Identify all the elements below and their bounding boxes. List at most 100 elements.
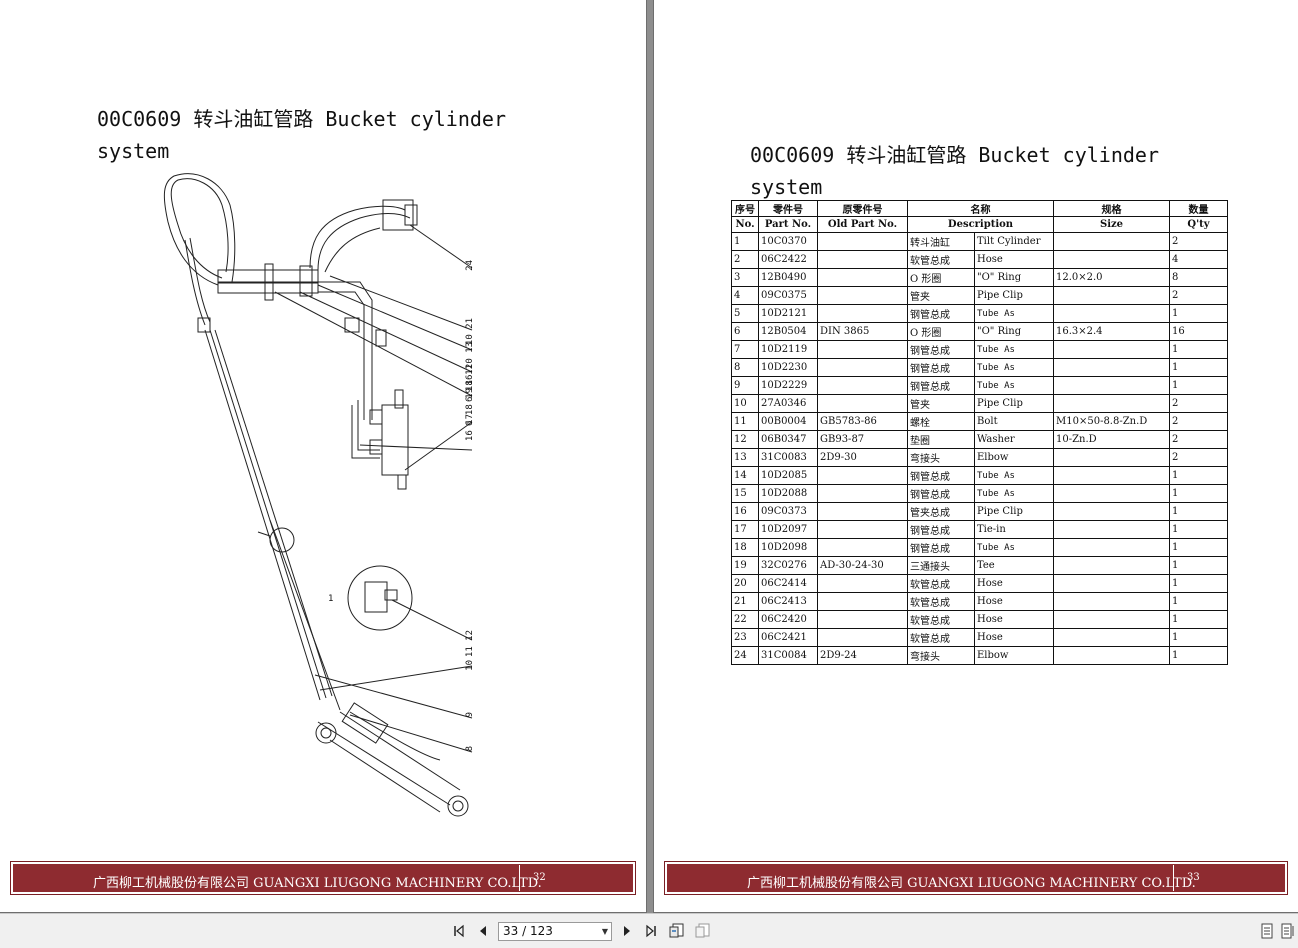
header-cell: 规格 — [1053, 200, 1170, 217]
part-number-cell: 06C2413 — [758, 592, 818, 611]
diagram-callout-text: 9 — [465, 712, 475, 718]
header-cell: 数量 — [1169, 200, 1228, 217]
old-part-number-cell: DIN 3865 — [817, 322, 908, 341]
name-cn-cell: 垫圈 — [907, 430, 975, 449]
description-cell: Tube As — [974, 466, 1054, 485]
part-number-cell: 12B0490 — [758, 268, 818, 287]
quantity-cell: 2 — [1169, 448, 1228, 467]
description-cell: Hose — [974, 574, 1054, 593]
description-cell: Tube As — [974, 376, 1054, 395]
part-number-cell: 10D2098 — [758, 538, 818, 557]
header-cell: 名称 — [907, 200, 1054, 217]
size-cell — [1053, 574, 1170, 593]
footer-bar: 广西柳工机械股份有限公司 GUANGXI LIUGONG MACHINERY C… — [13, 864, 633, 892]
part-number-cell: 06C2422 — [758, 250, 818, 269]
size-cell — [1053, 592, 1170, 611]
name-cn-cell: 钢管总成 — [907, 376, 975, 395]
item-number-cell: 21 — [731, 592, 759, 611]
page-number-select[interactable]: 33 / 123 ▼ — [498, 922, 612, 941]
description-cell: Washer — [974, 430, 1054, 449]
facing-view-icon[interactable] — [694, 922, 712, 940]
name-cn-cell: O 形圈 — [907, 268, 975, 287]
size-cell — [1053, 286, 1170, 305]
part-number-cell: 09C0373 — [758, 502, 818, 521]
size-cell — [1053, 538, 1170, 557]
name-cn-cell: 管夹总成 — [907, 502, 975, 521]
single-page-icon[interactable] — [1258, 922, 1276, 940]
name-cn-cell: 钢管总成 — [907, 484, 975, 503]
diagram-callout-text: 24 — [465, 260, 475, 271]
footer-page-number: 33 — [1187, 872, 1200, 883]
two-page-icon[interactable] — [1280, 922, 1298, 940]
old-part-number-cell — [817, 484, 908, 503]
item-number-cell: 4 — [731, 286, 759, 305]
part-number-cell: 31C0083 — [758, 448, 818, 467]
item-number-cell: 23 — [731, 628, 759, 647]
description-cell: Pipe Clip — [974, 394, 1054, 413]
last-page-icon[interactable] — [642, 922, 660, 940]
quantity-cell: 1 — [1169, 538, 1228, 557]
quantity-cell: 2 — [1169, 232, 1228, 251]
part-number-cell: 00B0004 — [758, 412, 818, 431]
continuous-view-icon[interactable] — [668, 922, 686, 940]
part-number-cell: 06C2420 — [758, 610, 818, 629]
part-number-cell: 10D2088 — [758, 484, 818, 503]
name-cn-cell: 软管总成 — [907, 628, 975, 647]
old-part-number-cell — [817, 502, 908, 521]
description-cell: Tube As — [974, 340, 1054, 359]
prev-page-icon[interactable] — [474, 922, 492, 940]
item-number-cell: 3 — [731, 268, 759, 287]
description-cell: Tilt Cylinder — [974, 232, 1054, 251]
part-number-cell: 06C2421 — [758, 628, 818, 647]
parts-table: 序号 零件号 原零件号 名称 规格 数量 No. Part No. Old Pa… — [731, 200, 1228, 665]
size-cell — [1053, 466, 1170, 485]
size-cell — [1053, 340, 1170, 359]
old-part-number-cell — [817, 340, 908, 359]
first-page-icon[interactable] — [450, 922, 468, 940]
footer-company: 广西柳工机械股份有限公司 GUANGXI LIUGONG MACHINERY C… — [747, 876, 1196, 891]
quantity-cell: 2 — [1169, 286, 1228, 305]
size-cell — [1053, 646, 1170, 665]
name-cn-cell: 弯接头 — [907, 448, 975, 467]
header-cell: 序号 — [731, 200, 759, 217]
name-cn-cell: 钢管总成 — [907, 538, 975, 557]
name-cn-cell: 钢管总成 — [907, 340, 975, 359]
part-number-cell: 10D2085 — [758, 466, 818, 485]
old-part-number-cell — [817, 538, 908, 557]
next-page-icon[interactable] — [618, 922, 636, 940]
item-number-cell: 15 — [731, 484, 759, 503]
size-cell — [1053, 250, 1170, 269]
item-number-cell: 16 — [731, 502, 759, 521]
description-cell: Pipe Clip — [974, 286, 1054, 305]
old-part-number-cell: AD-30-24-30 — [817, 556, 908, 575]
quantity-cell: 1 — [1169, 592, 1228, 611]
part-number-cell: 31C0084 — [758, 646, 818, 665]
quantity-cell: 1 — [1169, 376, 1228, 395]
item-number-cell: 17 — [731, 520, 759, 539]
name-cn-cell: 软管总成 — [907, 250, 975, 269]
size-cell — [1053, 628, 1170, 647]
header-cell: Part No. — [758, 216, 818, 233]
name-cn-cell: 钢管总成 — [907, 466, 975, 485]
diagram-callout-text: 10 — [465, 660, 475, 671]
header-cell: Old Part No. — [817, 216, 908, 233]
document-viewport[interactable]: 00C0609 转斗油缸管路 Bucket cylinder system — [0, 0, 1298, 913]
quantity-cell: 2 — [1169, 412, 1228, 431]
quantity-cell: 1 — [1169, 520, 1228, 539]
quantity-cell: 1 — [1169, 556, 1228, 575]
name-cn-cell: 钢管总成 — [907, 520, 975, 539]
size-cell — [1053, 448, 1170, 467]
item-number-cell: 20 — [731, 574, 759, 593]
part-number-cell: 10D2229 — [758, 376, 818, 395]
quantity-cell: 1 — [1169, 610, 1228, 629]
quantity-cell: 8 — [1169, 268, 1228, 287]
